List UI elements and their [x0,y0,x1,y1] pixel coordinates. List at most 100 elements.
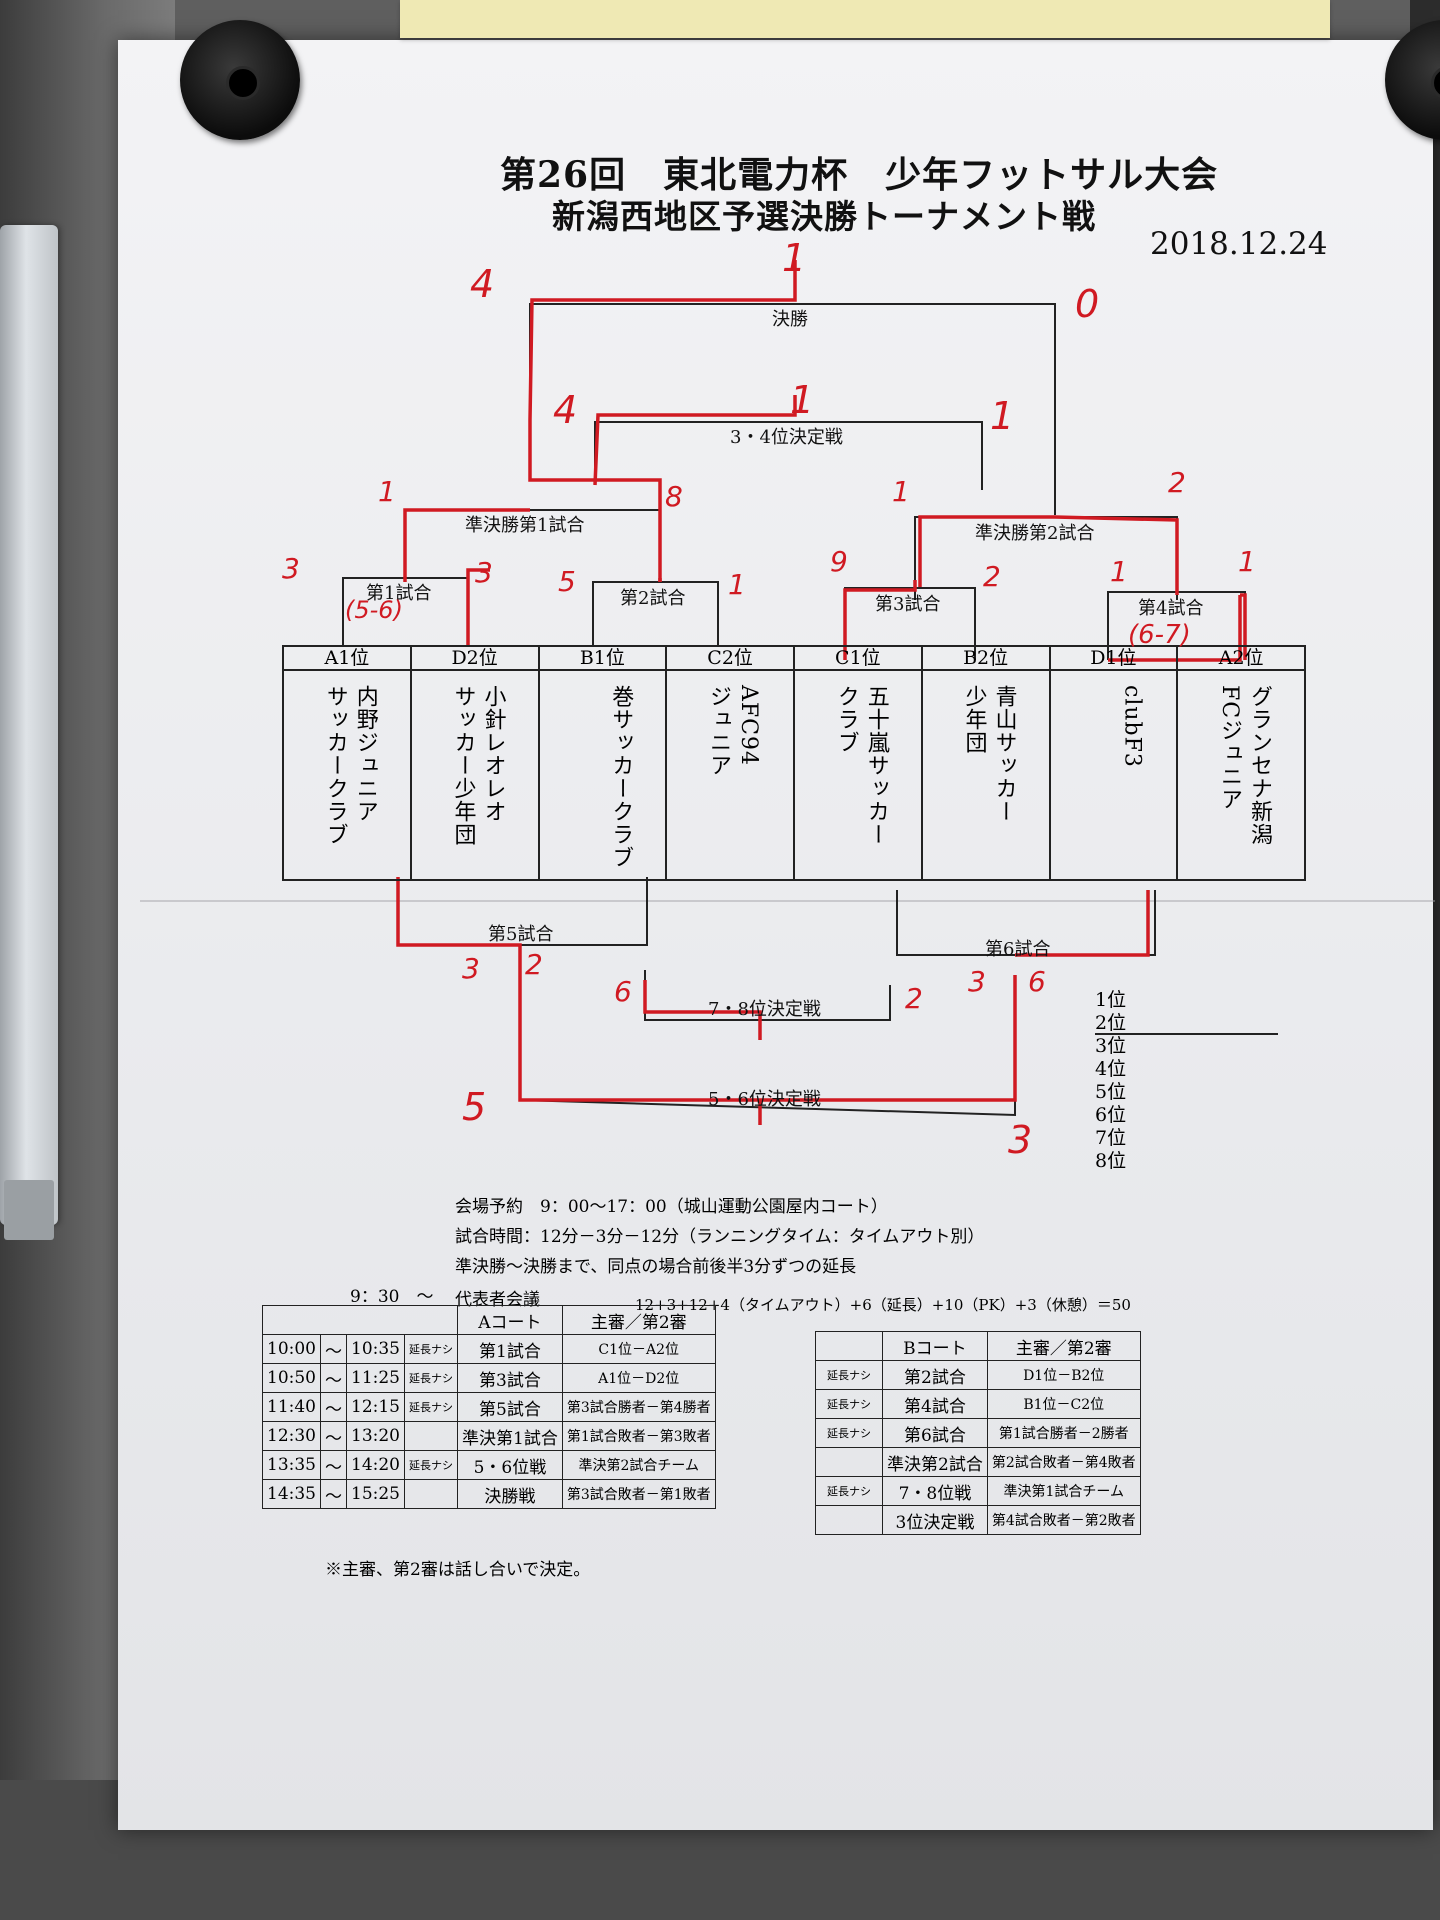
referee-assignment: 準決第2試合チーム [561,1450,716,1480]
semi1-label: 準決勝第1試合 [465,515,585,536]
extension-note: 延長ナシ [404,1392,458,1422]
plastic-sleeve [0,225,58,1240]
team-name: AFC94 ジュニア [706,685,761,777]
team-column: A1位内野ジュニア サッカークラブ [284,647,410,879]
team-column: B1位巻サッカークラブ [537,647,666,879]
referee-assignment: 第2試合敗者－第4敗者 [986,1447,1141,1477]
time-separator: ～ [320,1363,347,1393]
ranking-item: 2位 [1095,1012,1127,1034]
time-separator: ～ [320,1392,347,1422]
match-name: 3位決定戦 [882,1505,988,1535]
note-match-time: 試合時間：12分－3分－12分（ランニングタイム：タイムアウト別） [455,1227,985,1247]
team-column: D2位小針レオレオ サッカー少年団 [409,647,538,879]
team-name-cell: 巻サッカークラブ [540,671,666,879]
team-seed: B2位 [922,647,1049,671]
ranking-item: 6位 [1095,1104,1127,1126]
match-name: 決勝戦 [457,1479,563,1509]
end-time: 11:25 [346,1363,405,1393]
tournament-sheet [118,40,1433,1830]
score-p78-left: 6 [614,975,632,1008]
team-name-cell: 五十嵐サッカー クラブ [795,671,921,879]
team-name-cell: グランセナ新潟 FCジュニア [1178,671,1304,879]
semi2-label: 準決勝第2試合 [975,523,1095,544]
end-time: 10:35 [346,1334,405,1364]
paper-fold [140,900,1435,902]
score-m4-pk: (6-7) [1128,620,1191,650]
score-m5-right: 2 [525,948,543,981]
extension-note: 延長ナシ [404,1334,458,1364]
match-name: 第2試合 [882,1360,988,1390]
team-column: C1位五十嵐サッカー クラブ [793,647,921,879]
schedule-row: 準決第2試合第2試合敗者－第4敗者 [815,1447,1141,1477]
page-title: 第26回 東北電力杯 少年フットサル大会 [500,154,1219,196]
referee-assignment: C1位－A2位 [561,1334,716,1364]
schedule-row: 3位決定戦第4試合敗者－第2敗者 [815,1505,1141,1535]
score-third-left: 4 [553,388,578,432]
extension-note [815,1447,883,1477]
start-time: 11:40 [262,1392,321,1422]
referee-assignment: D1位－B2位 [986,1360,1141,1390]
start-time: 10:00 [262,1334,321,1364]
referee-footnote: ※主審、第2審は話し合いで決定。 [325,1560,591,1580]
end-time: 13:20 [346,1421,405,1451]
schedule-row: 延長ナシ第6試合第1試合勝者－2勝者 [815,1418,1141,1448]
final-label: 決勝 [772,309,808,330]
match-name: 第5試合 [457,1392,563,1422]
team-name-cell: AFC94 ジュニア [667,671,793,879]
start-time: 13:35 [262,1450,321,1480]
extension-note: 延長ナシ [815,1389,883,1419]
sleeve-cap [4,1180,54,1240]
extension-note [404,1479,458,1509]
team-name: 青山サッカー 少年団 [961,685,1017,823]
referee-assignment: 第1試合敗者－第3敗者 [561,1421,716,1451]
team-name: グランセナ新潟 FCジュニア [1217,685,1272,846]
extension-note: 延長ナシ [815,1418,883,1448]
extension-note [815,1505,883,1535]
place78-label: 7・8位決定戦 [708,999,821,1020]
team-name: 小針レオレオ サッカー少年団 [450,685,506,846]
team-name: 五十嵐サッカー クラブ [833,685,889,846]
note-extra-time: 準決勝～決勝まで、同点の場合前後半3分ずつの延長 [455,1257,857,1277]
score-m4-right: 1 [1238,545,1256,578]
score-third-top: 1 [790,378,815,422]
team-name: 内野ジュニア サッカークラブ [322,685,378,846]
team-name-cell: clubF3 [1051,671,1177,879]
score-m5-left: 3 [462,952,480,985]
match-name: 7・8位戦 [882,1476,988,1506]
match-name: 第6試合 [882,1418,988,1448]
score-p78-right: 2 [905,982,923,1015]
extension-note: 延長ナシ [815,1476,883,1506]
team-name-cell: 小針レオレオ サッカー少年団 [412,671,538,879]
match-name: 第3試合 [457,1363,563,1393]
sticky-note [400,0,1330,38]
start-time: 14:35 [262,1479,321,1509]
team-column: A2位グランセナ新潟 FCジュニア [1176,647,1304,879]
match6-label: 第6試合 [985,939,1051,960]
match-name: 準決第1試合 [457,1421,563,1451]
score-m6-right: 6 [1028,965,1046,998]
time-formula: 12+3+12+4（タイムアウト）+6（延長）+10（PK）+3（休憩）＝50 [635,1296,1131,1314]
time-separator: ～ [320,1450,347,1480]
extension-note: 延長ナシ [404,1363,458,1393]
end-time: 12:15 [346,1392,405,1422]
score-m1-right: 3 [475,556,493,589]
team-seed: A1位 [284,647,410,671]
match-name: 第1試合 [457,1334,563,1364]
team-seed: D2位 [411,647,538,671]
handwritten-bracket [396,260,1247,1125]
team-seed: D1位 [1050,647,1177,671]
score-semi2-right: 2 [1168,466,1186,499]
score-m2-left: 5 [558,565,576,598]
team-seed: C1位 [795,647,921,671]
team-column: B2位青山サッカー 少年団 [920,647,1049,879]
third-place-label: 3・4位決定戦 [730,427,843,448]
